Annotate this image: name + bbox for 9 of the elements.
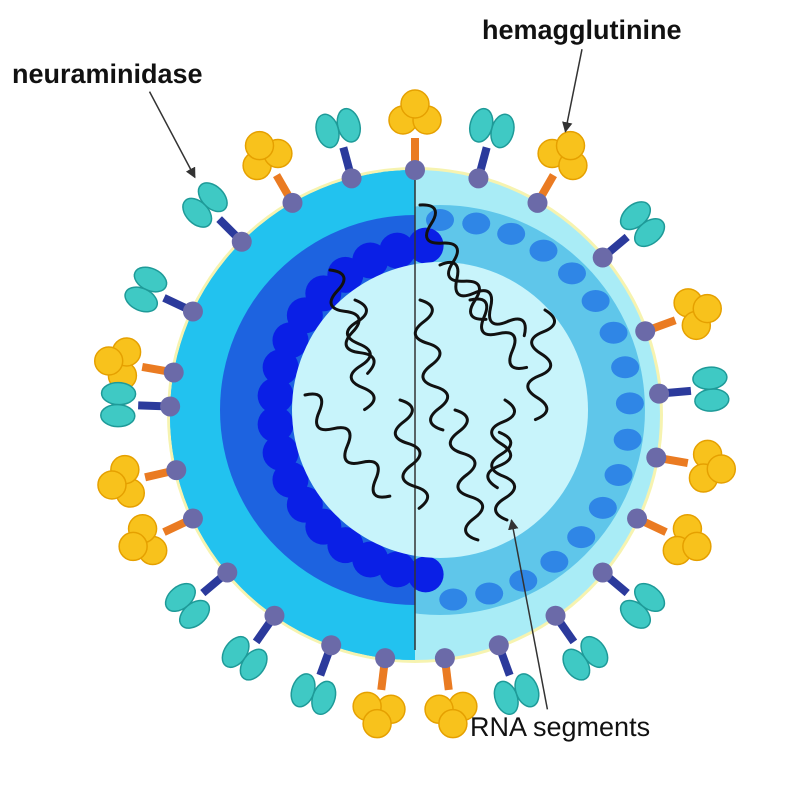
leader-line (508, 518, 548, 710)
part-label: hemagglutinine (482, 14, 682, 46)
part-label: RNA segments (470, 711, 650, 743)
spike-drawing (182, 182, 252, 252)
leader-line (562, 49, 583, 133)
leader-line (148, 91, 196, 178)
spike-drawing (528, 130, 588, 213)
part-label: neuraminidase (12, 58, 203, 90)
rna-strand (490, 430, 516, 522)
